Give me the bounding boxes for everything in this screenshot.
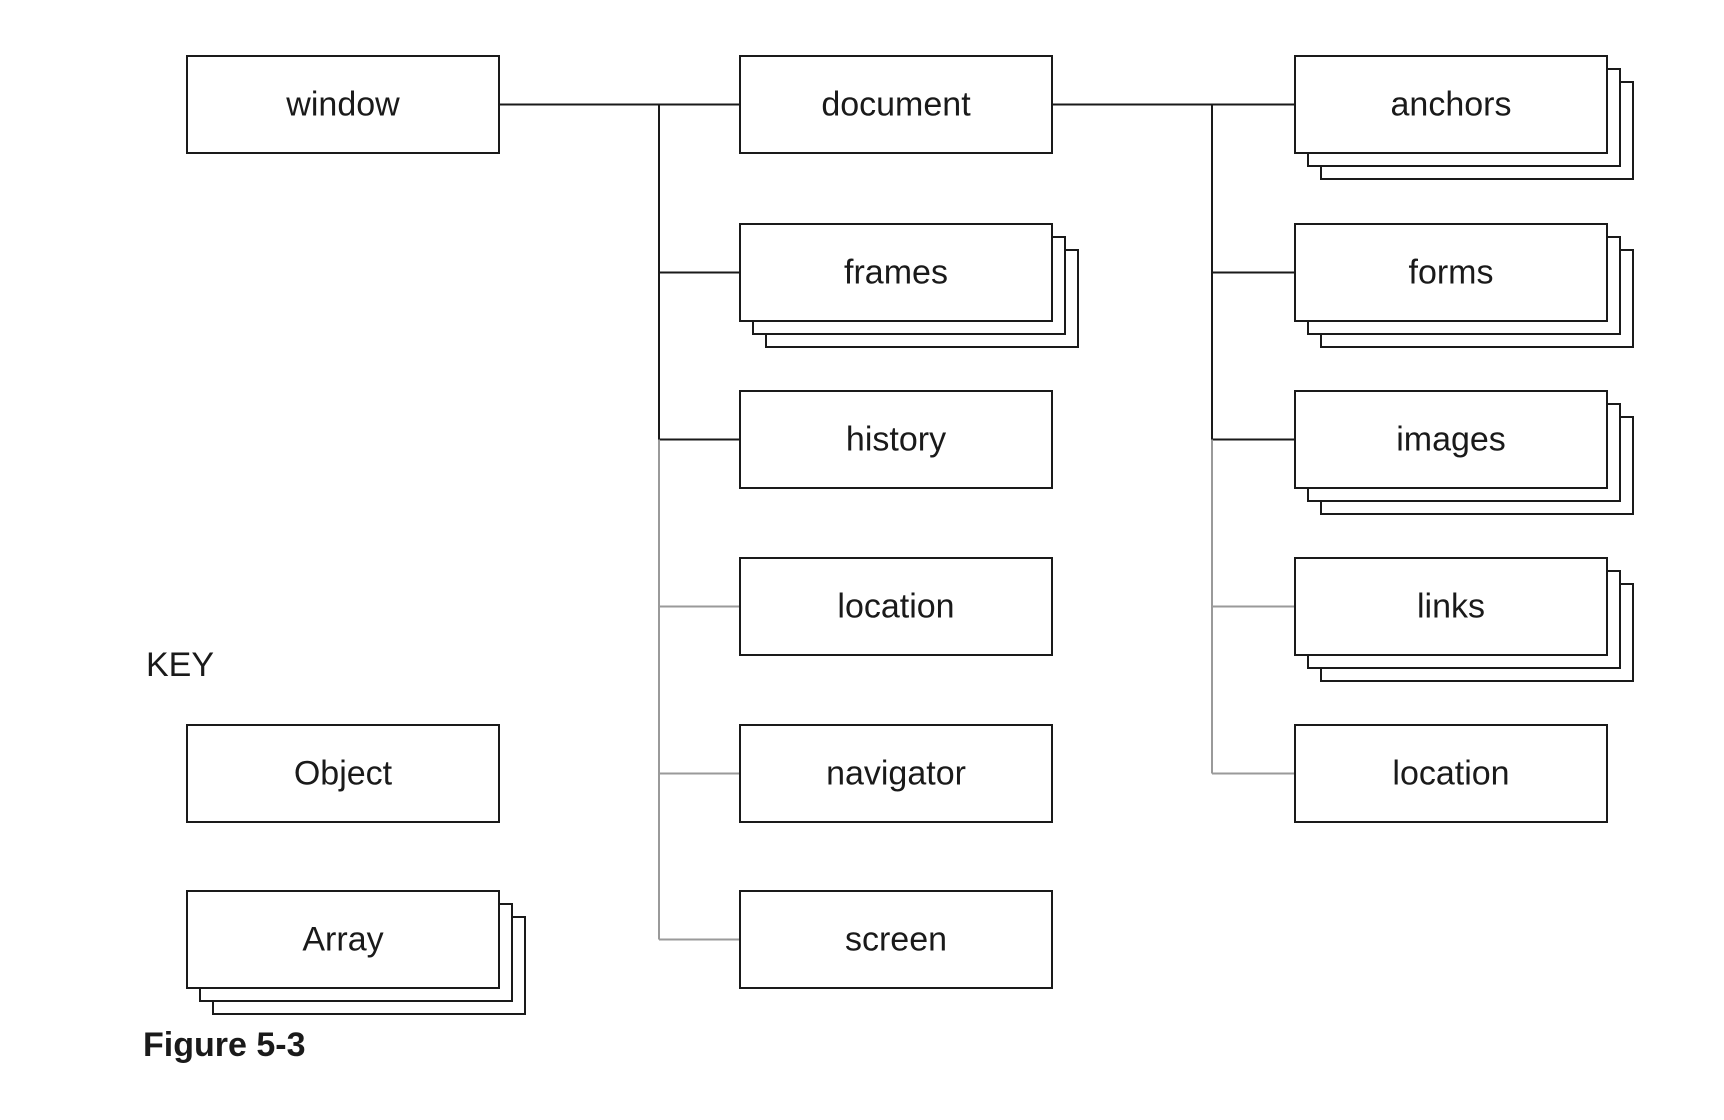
node-location-label: location — [837, 588, 954, 626]
key-object-sample-box — [186, 724, 500, 823]
node-screen-label: screen — [845, 921, 947, 959]
connector-lines — [499, 103, 1295, 941]
node-anchors: anchors — [1294, 55, 1634, 180]
node-history-label: history — [846, 421, 946, 459]
node-doc-location: location — [1294, 724, 1608, 823]
diagram-nodes: window document frames history location navig… — [186, 55, 1634, 1015]
node-doc-location-box — [1294, 724, 1608, 823]
node-images: images — [1294, 390, 1634, 515]
node-navigator-box — [739, 724, 1053, 823]
node-links-label: links — [1417, 588, 1485, 626]
node-window-box — [186, 55, 500, 154]
node-history: history — [739, 390, 1053, 489]
node-forms: forms — [1294, 223, 1634, 348]
figure-caption: Figure 5-3 — [143, 1026, 306, 1064]
key-object-sample: Object — [186, 724, 500, 823]
node-document-box — [739, 55, 1053, 154]
node-screen: screen — [739, 890, 1053, 989]
node-navigator-label: navigator — [826, 755, 966, 793]
key-array-sample-box — [186, 890, 500, 989]
node-doc-location-label: location — [1392, 755, 1509, 793]
node-location-box — [739, 557, 1053, 656]
node-window: window — [186, 55, 500, 154]
node-forms-label: forms — [1409, 254, 1494, 292]
node-links: links — [1294, 557, 1634, 682]
key-object-sample-label: Object — [294, 755, 393, 793]
node-frames-label: frames — [844, 254, 948, 292]
node-document: document — [739, 55, 1053, 154]
node-screen-box — [739, 890, 1053, 989]
node-anchors-label: anchors — [1391, 86, 1512, 124]
key-array-sample: Array — [186, 890, 526, 1015]
node-links-box — [1294, 557, 1608, 656]
node-navigator: navigator — [739, 724, 1053, 823]
node-location: location — [739, 557, 1053, 656]
node-forms-box — [1294, 223, 1608, 322]
key-array-sample-label: Array — [302, 921, 383, 959]
node-frames-box — [739, 223, 1053, 322]
node-images-box — [1294, 390, 1608, 489]
node-anchors-box — [1294, 55, 1608, 154]
key-title: KEY — [146, 646, 215, 684]
node-window-label: window — [285, 86, 400, 124]
node-images-label: images — [1396, 421, 1506, 459]
node-history-box — [739, 390, 1053, 489]
node-frames: frames — [739, 223, 1079, 348]
node-document-label: document — [821, 86, 971, 124]
